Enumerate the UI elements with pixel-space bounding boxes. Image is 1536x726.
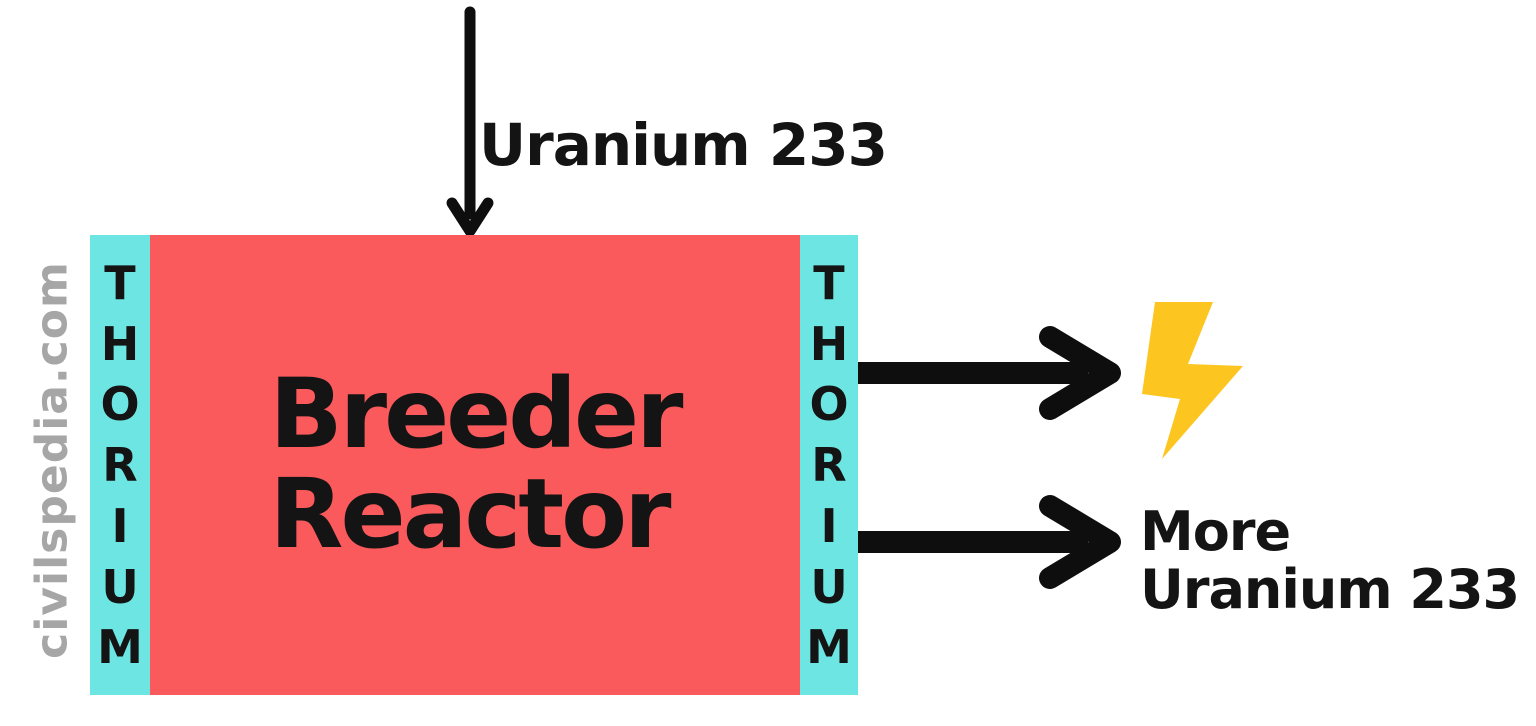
thorium-letter: T (813, 255, 845, 310)
reactor-core: Breeder Reactor (150, 235, 800, 695)
thorium-letter: M (97, 620, 143, 675)
reactor-title: Breeder Reactor (269, 358, 684, 570)
input-label-uranium-233: Uranium 233 (479, 111, 888, 179)
thorium-blanket-left: T H O R I U M (90, 235, 150, 695)
thorium-letter: I (111, 498, 129, 553)
reactor-title-line1: Breeder (269, 358, 684, 471)
thorium-letter: U (101, 559, 139, 614)
lightning-bolt-icon (1142, 302, 1243, 459)
output-label-line2: Uranium 233 (1140, 558, 1520, 621)
thorium-letter: H (100, 316, 140, 371)
thorium-letter: O (809, 377, 849, 432)
thorium-letter: H (809, 316, 849, 371)
thorium-letter: M (806, 620, 852, 675)
thorium-blanket-right: T H O R I U M (800, 235, 858, 695)
thorium-letter: R (102, 438, 138, 492)
thorium-letter: U (810, 559, 848, 614)
thorium-letter: I (820, 498, 838, 553)
thorium-letter: R (811, 438, 847, 492)
output-arrow-electricity-icon (858, 326, 1121, 420)
watermark-text: civilspedia.com (26, 261, 78, 659)
output-label-more-uranium: More Uranium 233 (1140, 500, 1520, 621)
thorium-letter: T (104, 255, 136, 310)
thorium-letter: O (100, 377, 140, 432)
input-arrow-down-icon (446, 6, 494, 237)
output-arrow-bred-fuel-icon (858, 495, 1121, 589)
output-label-line1: More (1140, 500, 1291, 563)
breeder-reactor-box: T H O R I U M Breeder Reactor T H O R I … (90, 235, 858, 695)
reactor-title-line2: Reactor (269, 458, 672, 570)
